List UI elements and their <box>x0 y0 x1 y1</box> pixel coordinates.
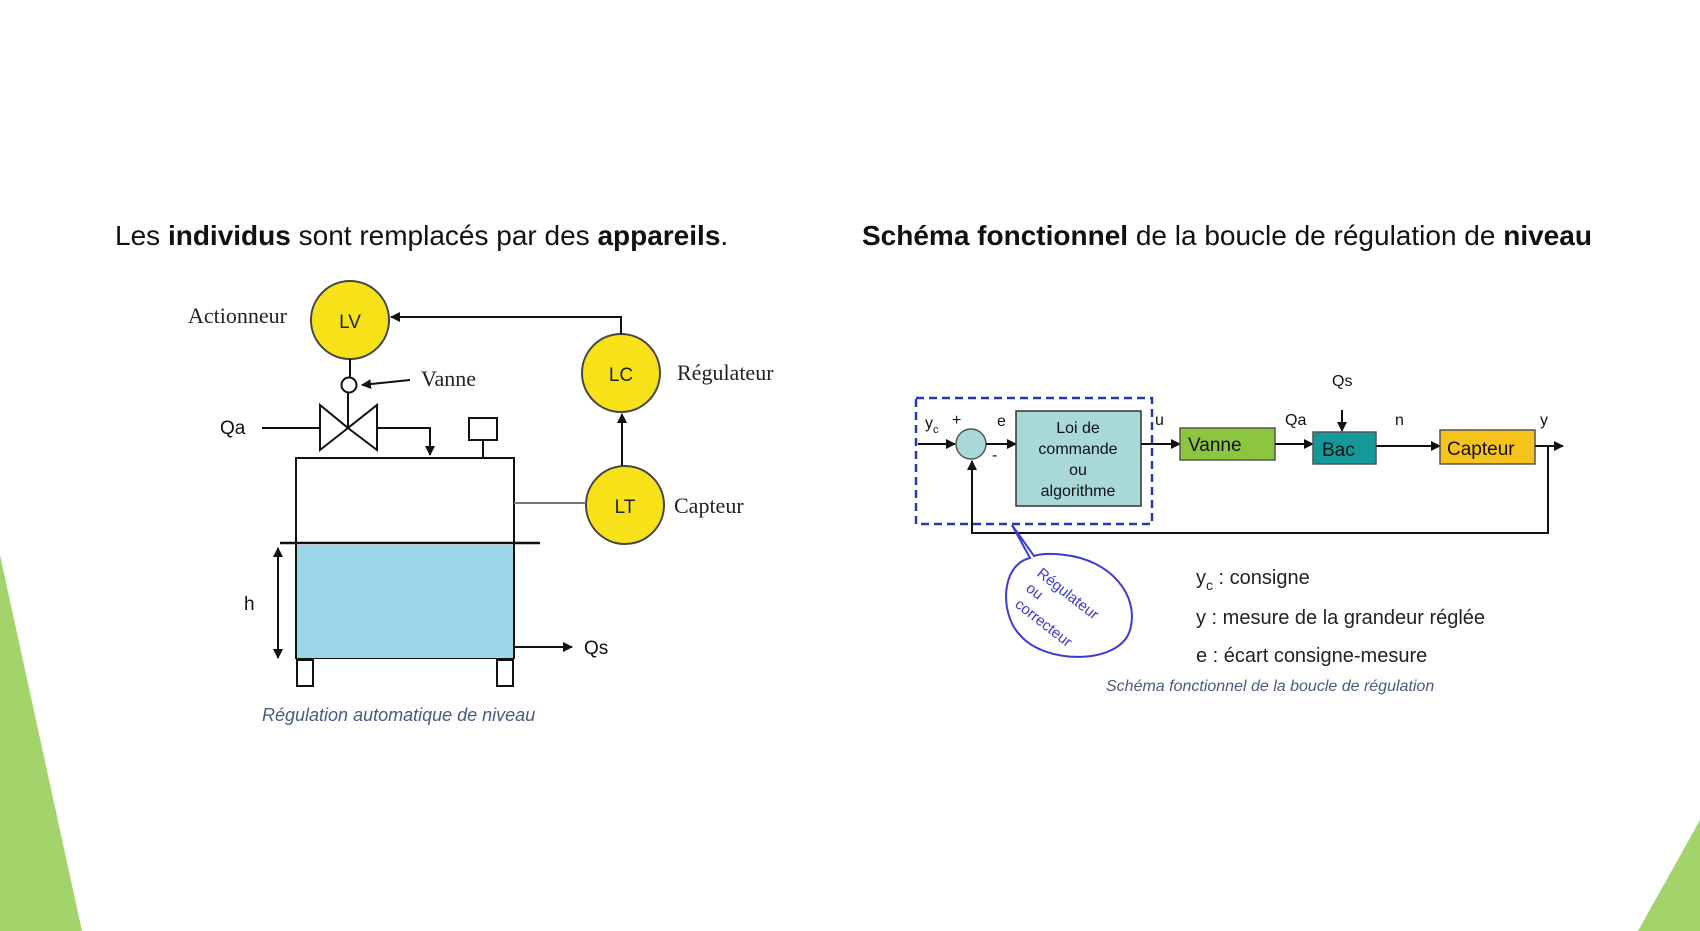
yc-signal-label: yc <box>925 415 939 436</box>
controller-line-1: Loi de <box>1056 420 1100 437</box>
slide-accent-right <box>1638 820 1700 931</box>
slide-accent-left <box>0 555 82 931</box>
lt-label: LT <box>615 497 636 518</box>
regulateur-label: Régulateur <box>677 360 774 385</box>
tank-sensor-box <box>468 417 498 441</box>
bubble-text-2: ou <box>1023 580 1047 604</box>
n-signal-label: n <box>1395 412 1404 429</box>
vanne-block-label: Vanne <box>1188 435 1242 456</box>
capteur-label: Capteur <box>674 493 744 518</box>
regulator-dashed-frame <box>914 396 1154 526</box>
plus-sign: + <box>952 412 961 429</box>
y-signal-label: y <box>1540 412 1548 429</box>
valve-actuator-circle <box>340 376 358 394</box>
pid-caption: Régulation automatique de niveau <box>262 705 535 725</box>
tank-water <box>297 545 513 658</box>
lc-to-lv-signal <box>390 312 622 334</box>
block-diagram-caption: Schéma fonctionnel de la boucle de régul… <box>1106 678 1434 695</box>
summing-junction <box>955 428 987 460</box>
legend-e: e : écart consigne-mesure <box>1196 645 1427 667</box>
minus-sign: - <box>992 447 997 464</box>
legend-yc: yc : consigne <box>1196 567 1310 593</box>
valve-body-left <box>319 402 350 453</box>
pid-diagram: h Qs Qa Vanne LV Actionneur LC Régulateu… <box>188 280 774 725</box>
controller-line-2: commande <box>1038 441 1117 458</box>
u-signal-label: u <box>1155 412 1164 429</box>
vanne-pointer <box>361 379 411 390</box>
bubble-line-2: ou <box>1023 580 1047 604</box>
qa-label: Qa <box>220 418 246 439</box>
legend-y: y : mesure de la grandeur réglée <box>1196 607 1485 629</box>
regulator-speech-bubble <box>1005 524 1133 658</box>
valve-body-right <box>346 402 378 453</box>
tank-leg-right <box>496 659 514 687</box>
controller-block <box>1015 410 1142 507</box>
tank-leg-left <box>296 659 314 687</box>
inlet-to-tank <box>377 427 435 456</box>
controller-line-4: algorithme <box>1041 483 1116 500</box>
lv-label: LV <box>339 312 361 333</box>
lt-instrument <box>585 465 665 545</box>
actionneur-label: Actionneur <box>188 303 288 328</box>
right-heading: Schéma fonctionnel de la boucle de régul… <box>862 220 1592 251</box>
capteur-block-label: Capteur <box>1447 439 1515 460</box>
qs-signal-label: Qs <box>1332 373 1352 390</box>
bac-block <box>1312 431 1377 465</box>
controller-line-3: ou <box>1069 462 1087 479</box>
left-heading: Les individus sont remplacés par des app… <box>115 220 729 251</box>
capteur-block <box>1439 429 1536 465</box>
block-diagram: yc + - e Loi de commande ou algorithme u… <box>914 373 1564 695</box>
qa-signal-label: Qa <box>1285 412 1306 429</box>
bac-block-label: Bac <box>1322 440 1355 461</box>
lc-label: LC <box>609 365 633 386</box>
h-label: h <box>244 594 255 615</box>
feedback-loop <box>967 446 1549 534</box>
qs-label: Qs <box>584 638 608 659</box>
vanne-label: Vanne <box>421 366 476 391</box>
e-signal-label: e <box>997 413 1006 430</box>
